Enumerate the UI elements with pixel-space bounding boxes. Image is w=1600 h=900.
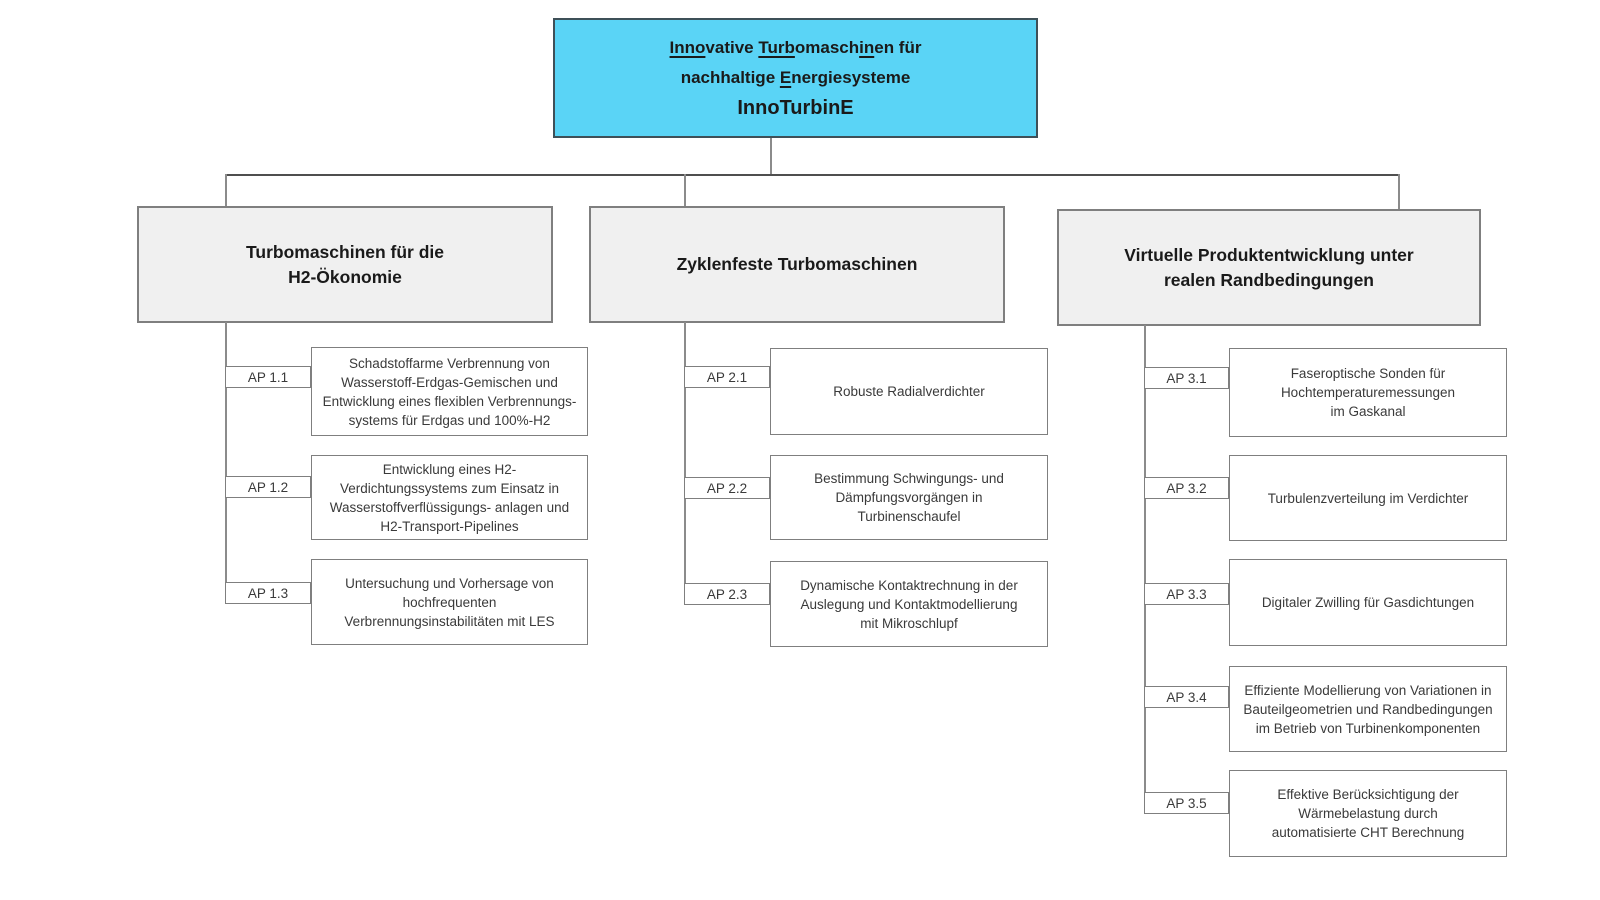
ap-3-5-description: Effektive Berücksichtigung der Wärmebela… [1229, 770, 1507, 857]
ap-2-3-description: Dynamische Kontaktrechnung in der Ausleg… [770, 561, 1048, 647]
main-horizontal-connector [225, 174, 1400, 176]
ap-3-3-label: AP 3.3 [1144, 583, 1229, 605]
branch2-spine-connector [684, 322, 686, 605]
ap-3-2-description: Turbulenzverteilung im Verdichter [1229, 455, 1507, 541]
ap-2-2-description: Bestimmung Schwingungs- und Dämpfungsvor… [770, 455, 1048, 540]
ap-3-5-label: AP 3.5 [1144, 792, 1229, 814]
branch-header-cycle-proof: Zyklenfeste Turbomaschinen [589, 206, 1005, 323]
ap-2-3-label: AP 2.3 [684, 583, 770, 605]
ap-1-3-label: AP 1.3 [225, 582, 311, 604]
project-acronym: InnoTurbinE [737, 96, 854, 119]
ap-3-2-label: AP 3.2 [1144, 477, 1229, 499]
branch3-spine-connector [1144, 325, 1146, 814]
branch-header-virtual-development: Virtuelle Produktentwicklung unter reale… [1057, 209, 1481, 326]
ap-3-4-label: AP 3.4 [1144, 686, 1229, 708]
root-drop-connector [770, 138, 772, 175]
ap-2-2-label: AP 2.2 [684, 477, 770, 499]
branch-header-h2-economy: Turbomaschinen für die H2-Ökonomie [137, 206, 553, 323]
branch3-drop-connector [1398, 174, 1400, 210]
branch2-drop-connector [684, 174, 686, 207]
project-root-box: Innovative Turbomaschinen für nachhaltig… [553, 18, 1038, 138]
ap-3-1-label: AP 3.1 [1144, 367, 1229, 389]
branch1-drop-connector [225, 174, 227, 207]
ap-1-1-description: Schadstoffarme Verbrennung von Wassersto… [311, 347, 588, 436]
ap-1-3-description: Untersuchung und Vorhersage von hochfreq… [311, 559, 588, 645]
ap-3-1-description: Faseroptische Sonden für Hochtemperature… [1229, 348, 1507, 437]
project-title: Innovative Turbomaschinen für nachhaltig… [669, 37, 922, 87]
ap-1-2-description: Entwicklung eines H2- Verdichtungssystem… [311, 455, 588, 540]
branch1-spine-connector [225, 322, 227, 604]
ap-1-2-label: AP 1.2 [225, 476, 311, 498]
ap-2-1-description: Robuste Radialverdichter [770, 348, 1048, 435]
ap-3-3-description: Digitaler Zwilling für Gasdichtungen [1229, 559, 1507, 646]
ap-3-4-description: Effiziente Modellierung von Variationen … [1229, 666, 1507, 752]
ap-1-1-label: AP 1.1 [225, 366, 311, 388]
ap-2-1-label: AP 2.1 [684, 366, 770, 388]
